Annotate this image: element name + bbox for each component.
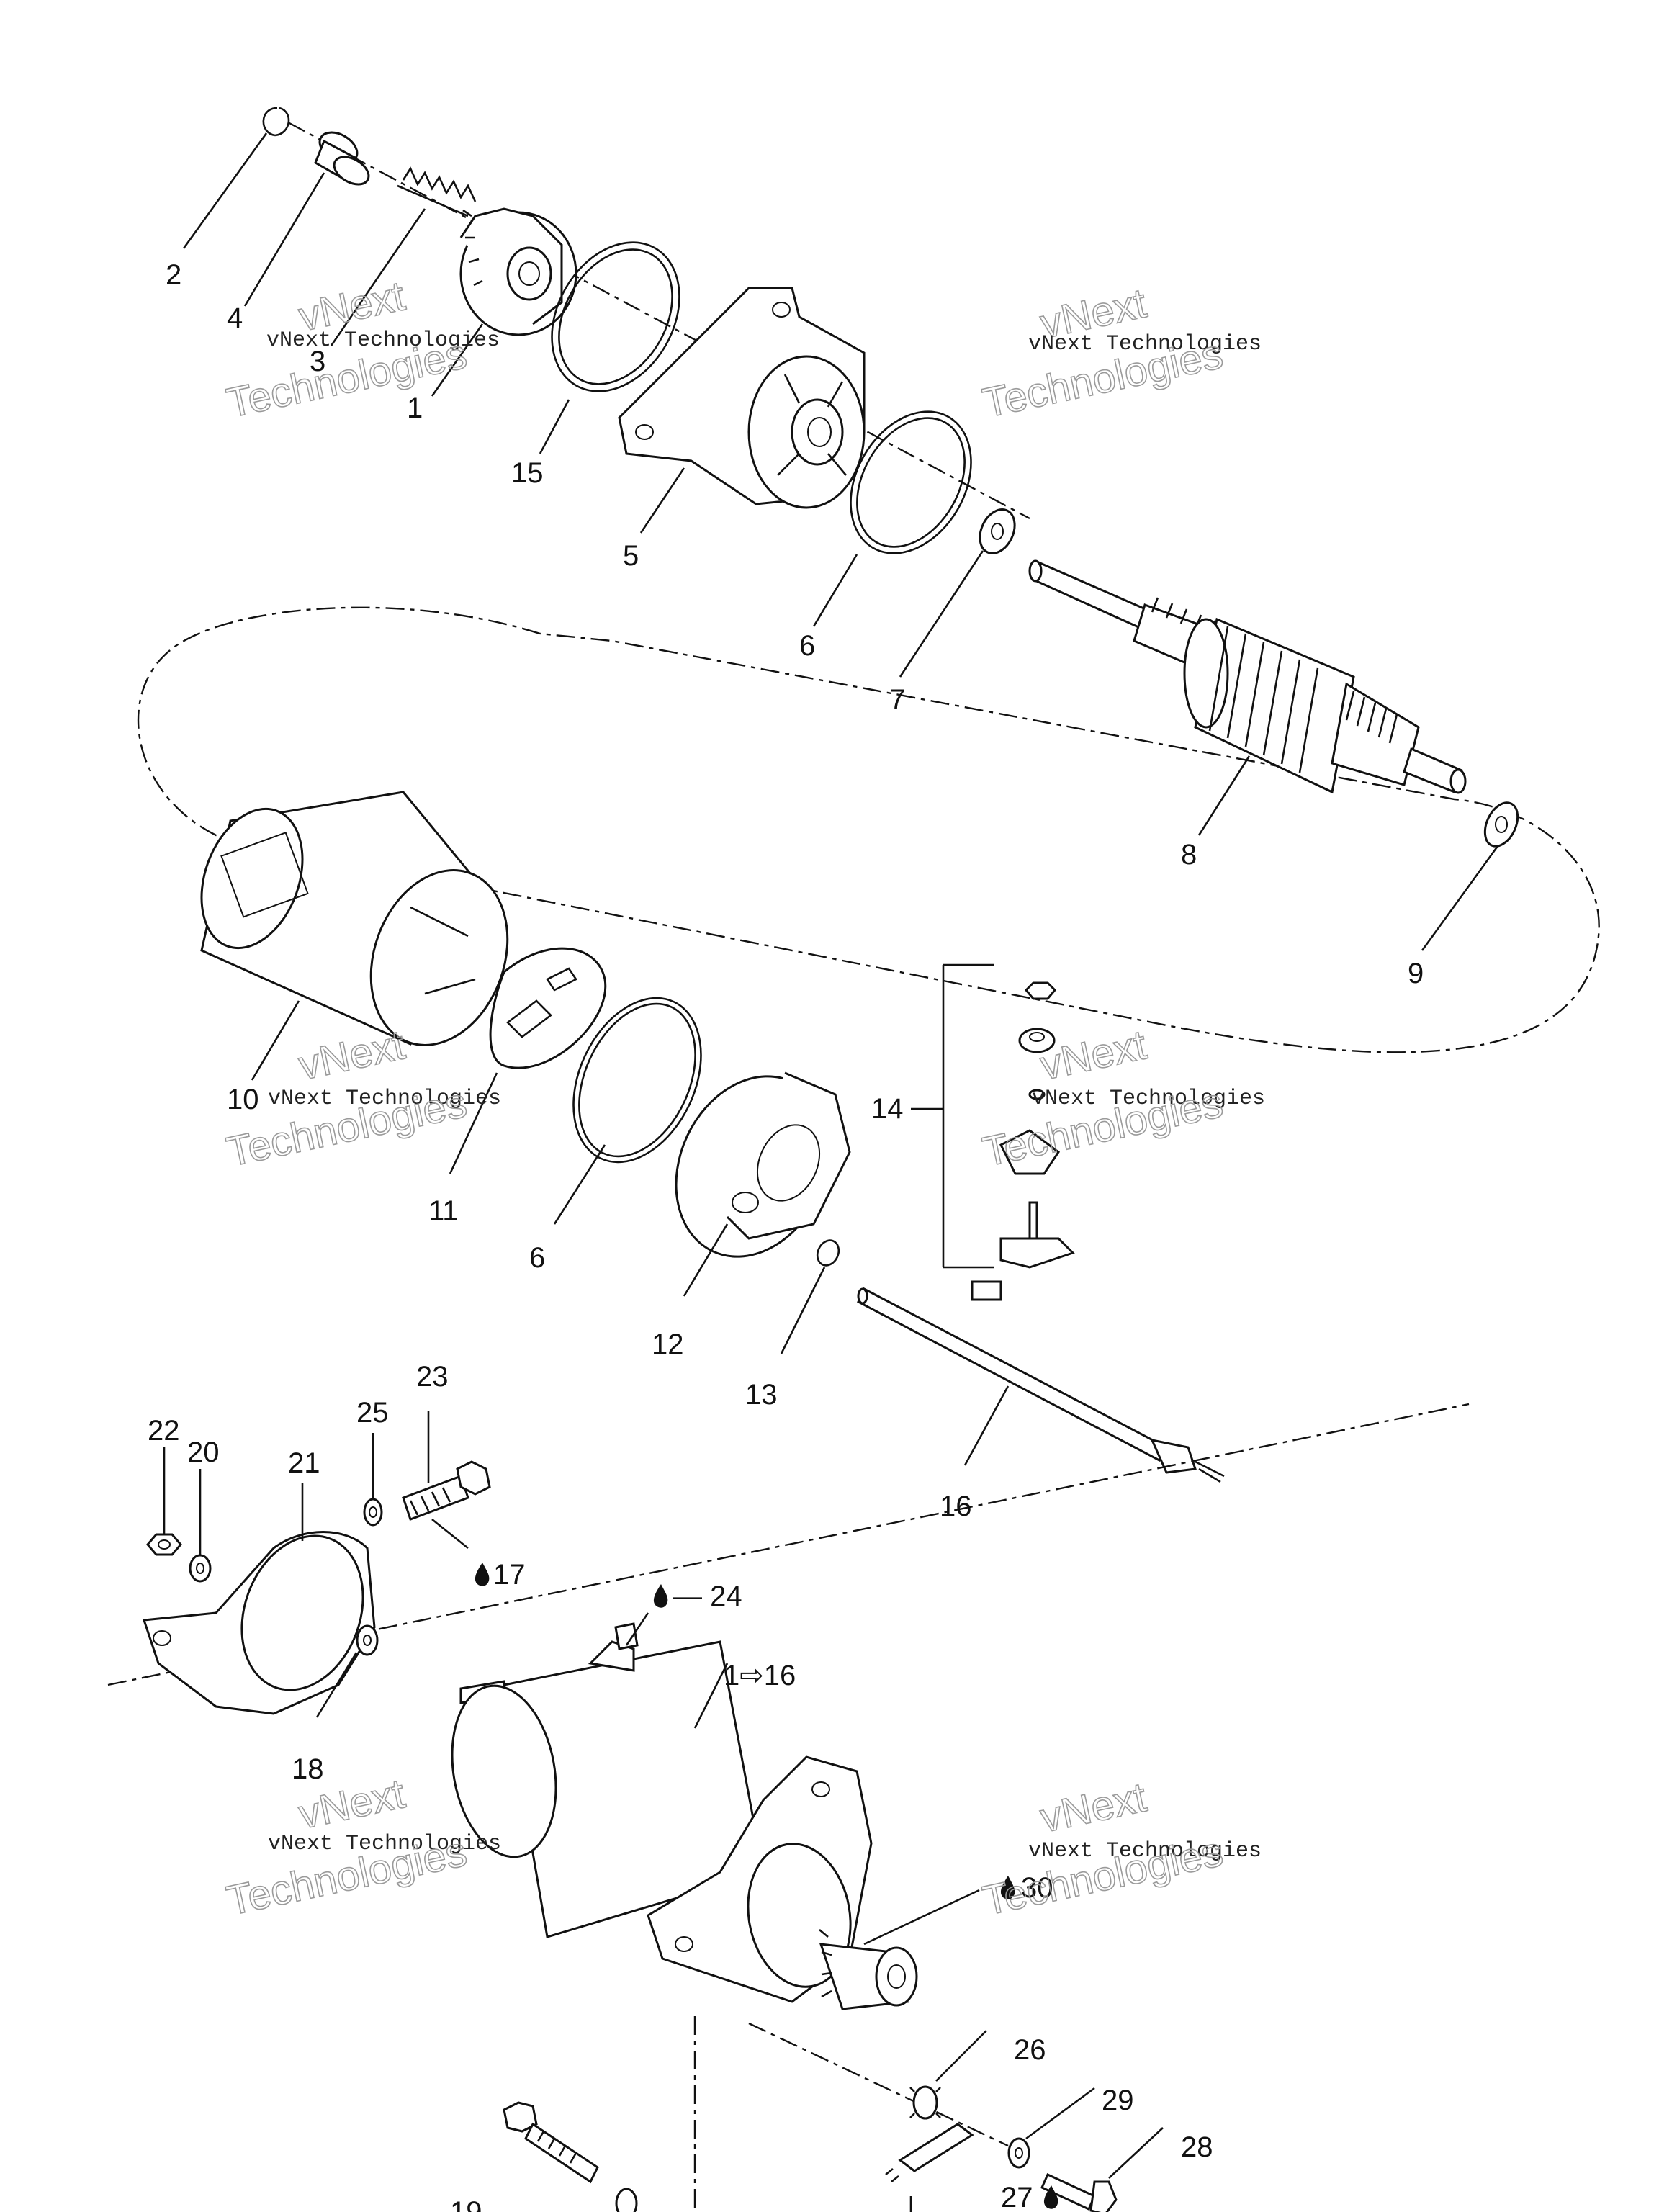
- callout-28: 28: [1181, 2131, 1213, 2163]
- part-16-through-bolt: [857, 1287, 1225, 1483]
- svg-text:vNext Technologies: vNext Technologies: [266, 328, 500, 353]
- callout-9: 9: [1408, 958, 1424, 989]
- callout-10: 10: [227, 1084, 259, 1115]
- callout-4: 4: [227, 302, 243, 334]
- axis-line-mount: [748, 2022, 1009, 2147]
- callout-1-16: 1⇨16: [724, 1660, 796, 1691]
- part-1-drive-gear: [459, 207, 577, 336]
- axis-line-bracket: [107, 1403, 1470, 1686]
- svg-text:vNext: vNext: [1036, 1773, 1151, 1841]
- callout-8: 8: [1181, 839, 1197, 871]
- axis-line-top: [287, 121, 1030, 520]
- callout-30: 30: [1021, 1872, 1053, 1904]
- callout-15: 15: [511, 457, 544, 489]
- part-12-end-cover: [675, 1071, 851, 1258]
- callout-19: 19: [450, 2196, 482, 2212]
- part-19-bolt: [503, 2101, 638, 2212]
- part-23-bolt: [402, 1460, 491, 1521]
- part-14-terminal-kit: [971, 981, 1075, 1301]
- oil-drop-icon: [653, 1584, 668, 1608]
- watermark-1: vNext vNext Technologies Technologies: [222, 272, 500, 428]
- callout-17: 17: [493, 1559, 526, 1591]
- part-6-o-ring-top: [850, 410, 972, 554]
- callout-13: 13: [745, 1379, 778, 1411]
- callout-26: 26: [1014, 2034, 1046, 2066]
- part-2-snap-ring: [262, 107, 290, 137]
- callout-16: 16: [940, 1491, 972, 1522]
- callout-29: 29: [1102, 2085, 1134, 2116]
- part-15-o-ring: [551, 241, 680, 392]
- part-7-washer: [979, 508, 1016, 554]
- callout-24: — 24: [673, 1581, 742, 1612]
- svg-text:vNext: vNext: [295, 1021, 409, 1089]
- callout-3: 3: [310, 346, 325, 377]
- part-9-washer: [1483, 801, 1519, 848]
- part-20-washer: [189, 1554, 212, 1583]
- part-5-drive-housing: [618, 287, 866, 509]
- oil-drop-icon: [1043, 2185, 1058, 2209]
- callout-27: 27: [1001, 2182, 1033, 2212]
- svg-text:vNext Technologies: vNext Technologies: [1028, 332, 1262, 356]
- assembly-loop-line: [137, 606, 1600, 1053]
- callout-labels: 2 4 3 1 15 5 6 7 8 9 10 11 6 12 13 14 16…: [148, 259, 1424, 2212]
- callout-12: 12: [652, 1328, 684, 1360]
- svg-text:vNext Technologies: vNext Technologies: [268, 1832, 501, 1856]
- callout-20: 20: [187, 1437, 220, 1468]
- svg-text:vNext Technologies: vNext Technologies: [1032, 1087, 1265, 1111]
- part-28-bolt: [1040, 2173, 1118, 2212]
- part-21-bracket: [142, 1531, 376, 1715]
- part-26-lock-washer: [909, 2085, 941, 2120]
- callout-1: 1: [407, 392, 423, 424]
- callout-21: 21: [288, 1447, 320, 1479]
- part-8-armature: [1028, 559, 1467, 794]
- part-18-washer: [356, 1624, 379, 1656]
- callout-2: 2: [166, 259, 181, 291]
- watermark-6: vNext vNext Technologies Technologies: [978, 1773, 1262, 1925]
- cable-terminal: [885, 2123, 974, 2212]
- part-25-washer: [363, 1498, 383, 1527]
- callout-25: 25: [356, 1397, 389, 1429]
- part-22-nut: [146, 1533, 182, 1556]
- svg-text:vNext Technologies: vNext Technologies: [268, 1087, 501, 1111]
- svg-text:vNext Technologies: vNext Technologies: [1028, 1839, 1262, 1863]
- callout-14: 14: [871, 1093, 904, 1125]
- watermark-2: vNext vNext Technologies Technologies: [978, 279, 1262, 428]
- callout-18: 18: [292, 1753, 324, 1785]
- part-11-brush-holder: [489, 947, 607, 1069]
- oil-drop-icon: [475, 1563, 490, 1586]
- part-13-o-ring-small: [816, 1239, 840, 1267]
- callout-7: 7: [889, 684, 905, 716]
- starter-motor-assembly: [451, 1622, 918, 2010]
- callout-5: 5: [623, 540, 639, 572]
- callout-11: 11: [428, 1195, 459, 1227]
- callout-6-top: 6: [799, 630, 815, 662]
- part-3-spring: [397, 166, 477, 217]
- leader-lines: [163, 132, 1499, 2179]
- svg-text:vNext: vNext: [1036, 1021, 1151, 1089]
- callout-6-bottom: 6: [529, 1242, 545, 1274]
- callout-22: 22: [148, 1415, 180, 1447]
- part-29-washer: [1007, 2137, 1030, 2169]
- oil-drop-icon: [1000, 1876, 1015, 1899]
- part-6-o-ring-bottom: [572, 997, 702, 1164]
- callout-23: 23: [416, 1361, 449, 1393]
- part-4-sleeve: [314, 131, 370, 186]
- part-10-yoke-housing: [200, 791, 509, 1046]
